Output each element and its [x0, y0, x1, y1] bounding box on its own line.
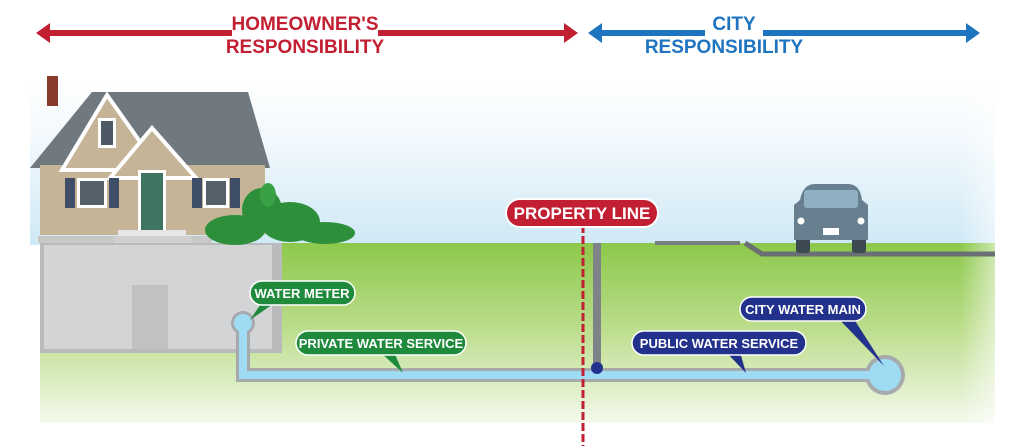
- city-water-main-pipe: [869, 359, 901, 391]
- homeowner-heading-line1: HOMEOWNER'S: [231, 14, 378, 35]
- private-water-service-callout: PRIVATE WATER SERVICE: [295, 330, 467, 373]
- city-water-main-label: CITY WATER MAIN: [745, 302, 861, 317]
- homeowner-heading-line2: RESPONSIBILITY: [226, 37, 385, 58]
- car: [794, 184, 868, 253]
- public-water-service-label: PUBLIC WATER SERVICE: [640, 336, 799, 351]
- public-water-service-callout: PUBLIC WATER SERVICE: [631, 330, 807, 373]
- city-responsibility-arrow: CITY RESPONSIBILITY: [588, 14, 980, 58]
- water-meter-icon: [234, 314, 252, 332]
- house: [30, 76, 270, 243]
- city-heading-line2: RESPONSIBILITY: [645, 37, 804, 58]
- chimney: [47, 76, 58, 106]
- water-pipe: [231, 243, 905, 395]
- homeowner-responsibility-arrow: HOMEOWNER'S RESPONSIBILITY: [36, 14, 578, 58]
- bush: [205, 183, 355, 245]
- water-meter-callout: WATER METER: [249, 280, 356, 320]
- property-line: PROPERTY LINE: [505, 198, 659, 446]
- private-water-service-label: PRIVATE WATER SERVICE: [299, 336, 464, 351]
- curb-stop-icon: [591, 362, 603, 374]
- city-heading-line1: CITY: [712, 14, 756, 35]
- city-water-main-callout: CITY WATER MAIN: [739, 296, 884, 366]
- water-meter-label: WATER METER: [254, 286, 350, 301]
- property-line-label: PROPERTY LINE: [514, 204, 651, 223]
- street: [655, 240, 995, 257]
